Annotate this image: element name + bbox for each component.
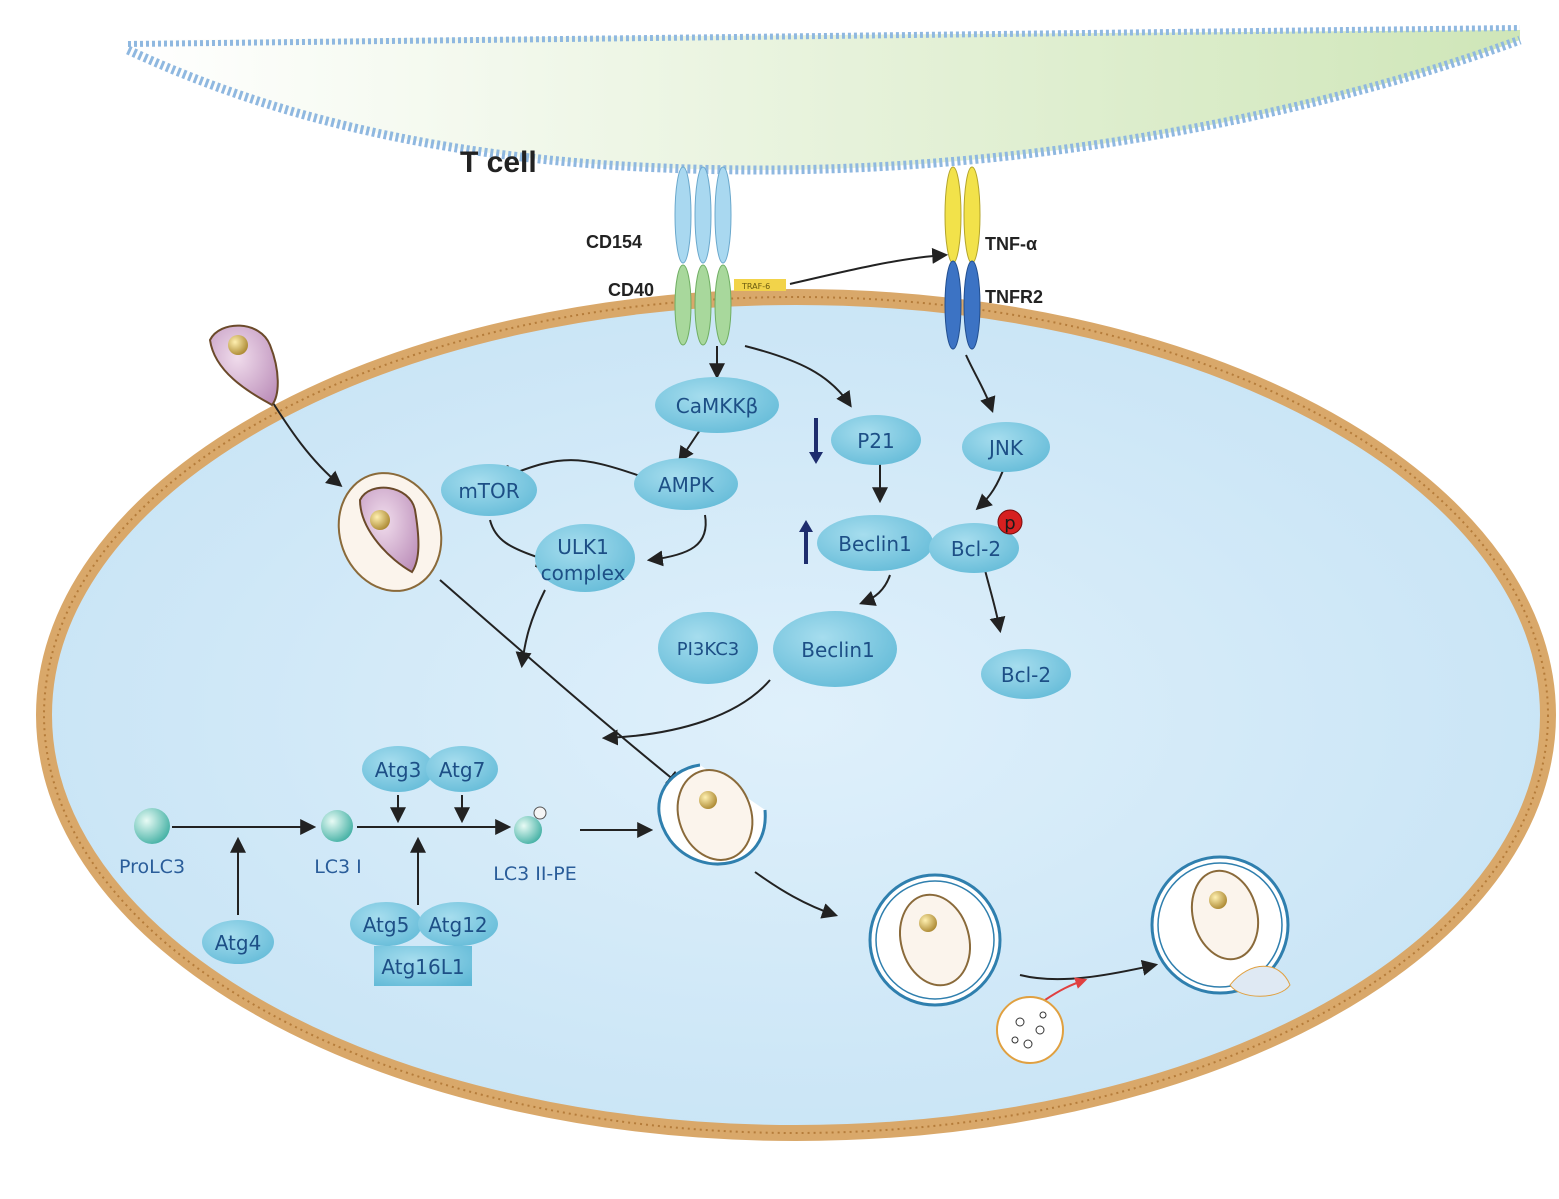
node-atg3 (362, 746, 434, 792)
lc3ii-ball-icon (514, 816, 542, 844)
label-atg4: Atg4 (215, 931, 262, 955)
up-arrow-icon (799, 520, 813, 564)
node-atg7 (426, 746, 498, 792)
tnf-alpha-receptor (944, 166, 981, 264)
label-beclin1-a: Beclin1 (838, 532, 912, 556)
node-beclin1-a (817, 515, 933, 571)
tnf-alpha-label: TNF-α (985, 234, 1037, 254)
traf6-label: TRAF-6 (741, 282, 770, 291)
label-atg16l1: Atg16L1 (381, 955, 464, 979)
tnfr2-receptor (944, 260, 981, 350)
node-ulk1 (535, 524, 635, 592)
tnfr2-label: TNFR2 (985, 287, 1043, 307)
node-camkkb (655, 377, 779, 433)
host-cell (36, 289, 1556, 1141)
label-lc3ii: LC3 II-PE (493, 863, 577, 885)
cd40-label: CD40 (608, 280, 654, 300)
lysosome (996, 996, 1064, 1064)
label-jnk: JNK (987, 436, 1024, 460)
node-ampk (634, 458, 738, 510)
label-mtor: mTOR (458, 479, 519, 503)
node-bcl2-b (981, 649, 1071, 699)
node-pi3kc3 (658, 612, 758, 684)
phospho-label: p (1004, 513, 1015, 534)
traf6-box (734, 279, 786, 291)
cd154-receptor (674, 166, 732, 264)
pe-small-ball-icon (533, 806, 547, 820)
label-lc3i: LC3 I (314, 856, 362, 878)
node-p21 (831, 415, 921, 465)
node-atg4 (202, 920, 274, 964)
label-atg12: Atg12 (428, 913, 487, 937)
label-bcl2-b: Bcl-2 (1001, 663, 1051, 687)
label-atg3: Atg3 (375, 758, 422, 782)
label-beclin1-b: Beclin1 (801, 638, 875, 662)
label-pi3kc3: PI3KC3 (677, 639, 739, 660)
t-cell-label: T cell (460, 146, 537, 179)
node-mtor (441, 464, 537, 516)
lc3i-ball-icon (321, 810, 353, 842)
label-atg7: Atg7 (439, 758, 486, 782)
prolc3-ball-icon (134, 808, 170, 844)
cd154-label: CD154 (586, 232, 642, 252)
node-atg12 (418, 902, 498, 946)
label-atg5: Atg5 (363, 913, 410, 937)
label-ampk: AMPK (658, 473, 715, 497)
down-arrow-icon (809, 418, 823, 464)
phagophore (657, 763, 767, 866)
node-beclin1-b (773, 611, 897, 687)
label-bcl2-a: Bcl-2 (951, 537, 1001, 561)
t-cell (126, 25, 1522, 175)
node-bcl2-a (929, 523, 1019, 573)
node-atg16l1 (374, 946, 472, 986)
node-jnk (962, 422, 1050, 472)
cd40-receptor (674, 264, 732, 346)
label-camkkb: CaMKKβ (676, 394, 758, 418)
autophagosome (868, 873, 1002, 1007)
node-atg5 (350, 902, 422, 946)
label-prolc3: ProLC3 (119, 856, 185, 878)
label-ulk1-line2: complex (541, 561, 626, 585)
parasite-entering (208, 324, 279, 407)
autolysosome (1150, 855, 1291, 997)
phospho-icon (997, 509, 1023, 535)
parasite-vacuole (337, 472, 443, 592)
label-ulk1-line1: ULK1 (557, 535, 609, 559)
label-p21: P21 (857, 429, 895, 453)
